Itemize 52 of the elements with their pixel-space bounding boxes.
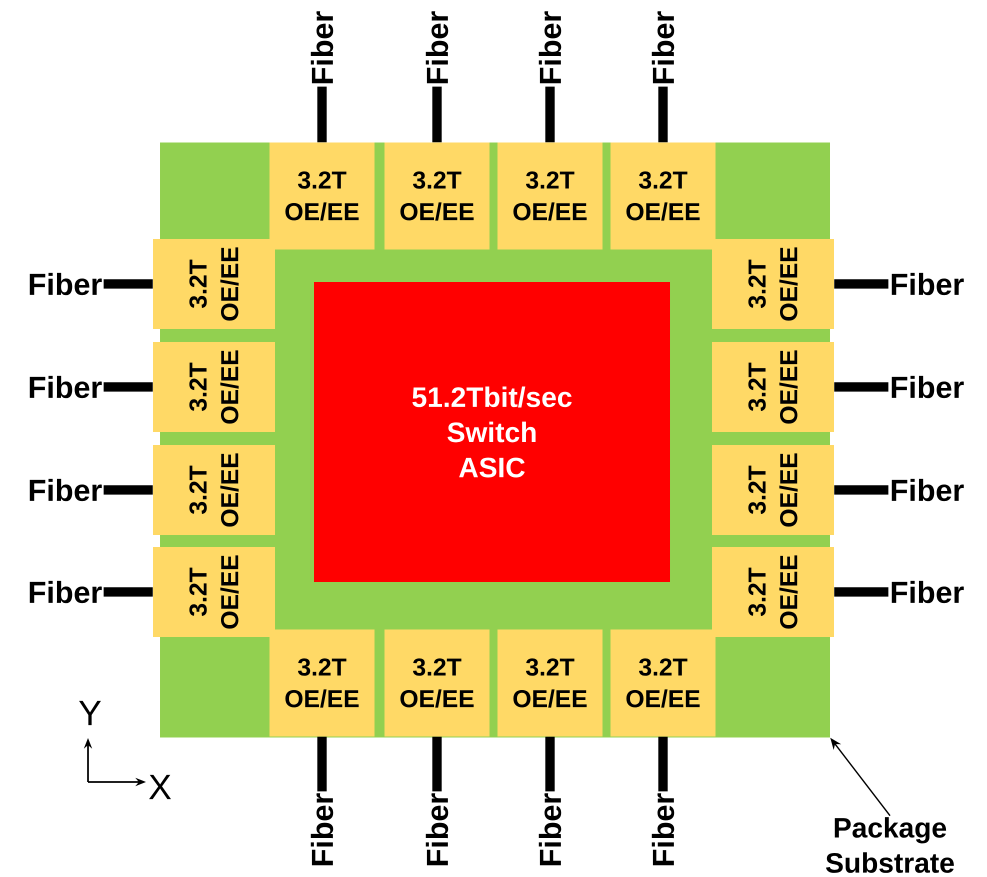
fiber-label: Fiber [30, 272, 102, 296]
asic-chip: 51.2Tbit/sec Switch ASIC [314, 282, 670, 582]
fiber-label: Fiber [538, 11, 562, 84]
fiber-line [834, 279, 888, 289]
fiber-label: Fiber [310, 11, 334, 84]
fiber-line [104, 279, 153, 289]
fiber-line [834, 485, 888, 495]
axis-label: X [149, 774, 171, 800]
fiber-label: Fiber [652, 11, 674, 84]
fiber-line [545, 736, 555, 792]
fiber-label: Fiber [892, 272, 964, 296]
fiber-label: Fiber [426, 11, 448, 84]
optical-engine-box: 3.2T OE/EE [712, 445, 834, 535]
substrate-label: Package Substrate [826, 817, 954, 873]
optical-engine-box: 3.2T OE/EE [498, 142, 602, 250]
fiber-line [317, 86, 327, 142]
optical-engine-box: 3.2T OE/EE [712, 547, 834, 637]
fiber-label: Fiber [30, 478, 102, 502]
optical-engine-box: 3.2T OE/EE [384, 630, 490, 736]
fiber-label: Fiber [892, 478, 964, 502]
fiber-line [432, 736, 442, 792]
optical-engine-box: 3.2T OE/EE [712, 342, 834, 432]
axis-label: Y [79, 700, 101, 726]
fiber-line [834, 587, 888, 597]
optical-engine-box: 3.2T OE/EE [153, 547, 275, 637]
fiber-line [104, 485, 153, 495]
fiber-label: Fiber [652, 793, 674, 866]
fiber-line [834, 382, 888, 392]
optical-engine-box: 3.2T OE/EE [712, 239, 834, 329]
fiber-line [432, 86, 442, 142]
fiber-line [658, 736, 668, 792]
fiber-label: Fiber [426, 793, 448, 866]
optical-engine-box: 3.2T OE/EE [153, 445, 275, 535]
optical-engine-box: 3.2T OE/EE [270, 142, 374, 250]
fiber-label: Fiber [538, 793, 562, 866]
fiber-label: Fiber [30, 376, 102, 398]
fiber-line [104, 587, 153, 597]
optical-engine-box: 3.2T OE/EE [384, 142, 490, 250]
fiber-line [545, 86, 555, 142]
optical-engine-box: 3.2T OE/EE [610, 630, 716, 736]
fiber-line [658, 86, 668, 142]
fiber-label: Fiber [892, 376, 964, 398]
optical-engine-box: 3.2T OE/EE [153, 239, 275, 329]
optical-engine-box: 3.2T OE/EE [498, 630, 602, 736]
fiber-label: Fiber [892, 580, 964, 604]
optical-engine-box: 3.2T OE/EE [610, 142, 716, 250]
fiber-label: Fiber [30, 580, 102, 604]
optical-engine-box: 3.2T OE/EE [153, 342, 275, 432]
fiber-label: Fiber [310, 793, 334, 866]
optical-engine-box: 3.2T OE/EE [270, 630, 374, 736]
fiber-line [104, 382, 153, 392]
fiber-line [317, 736, 327, 792]
